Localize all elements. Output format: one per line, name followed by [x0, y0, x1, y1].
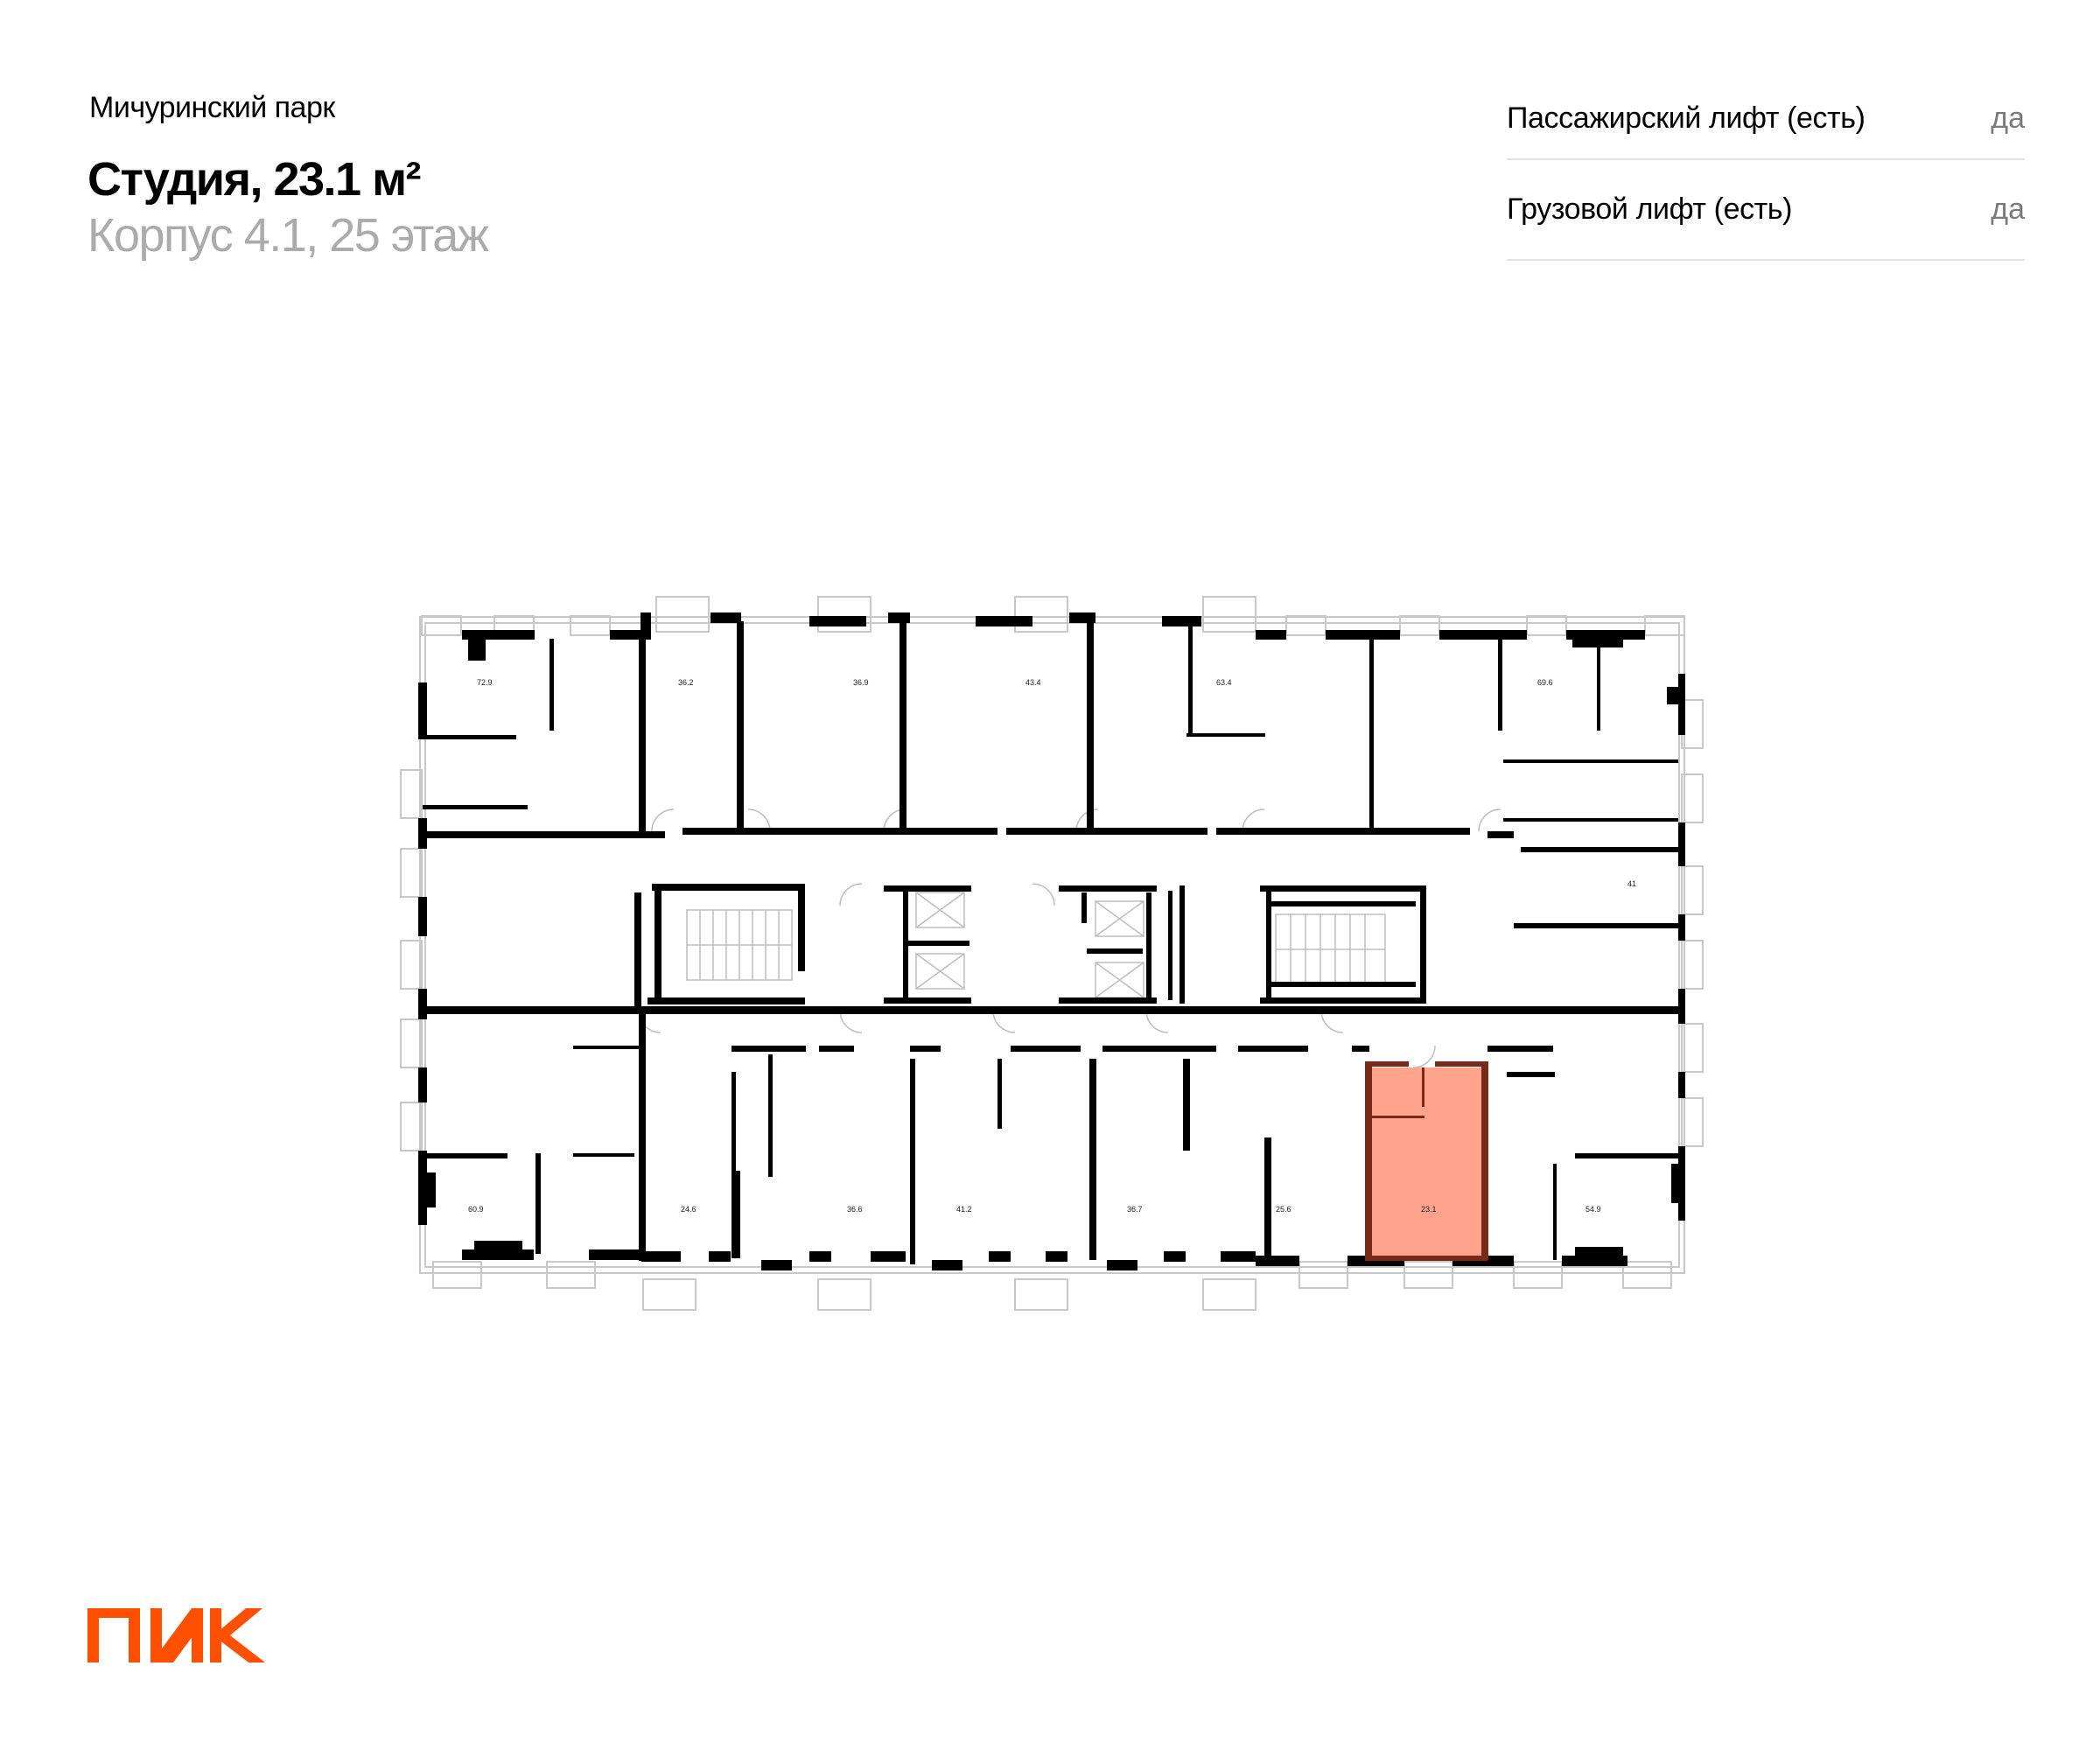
apartment-title: Студия, 23.1 м² — [88, 153, 422, 206]
feature-label: Грузовой лифт (есть) — [1507, 192, 1793, 226]
feature-label: Пассажирский лифт (есть) — [1507, 102, 1866, 135]
unit-area: 36.9 — [853, 678, 869, 687]
unit-area: 43.4 — [1026, 678, 1041, 687]
unit-area: 36.6 — [847, 1205, 863, 1214]
unit-area: 25.6 — [1276, 1205, 1292, 1214]
unit-area: 41.2 — [956, 1205, 972, 1214]
unit-area: 41 — [1628, 879, 1636, 888]
feature-value: да — [1991, 102, 2025, 135]
unit-area: 24.6 — [681, 1205, 696, 1214]
unit-area: 69.6 — [1537, 678, 1553, 687]
unit-area: 72.9 — [477, 678, 493, 687]
selected-unit-walls — [1365, 1061, 1488, 1261]
project-name: Мичуринский парк — [89, 91, 335, 124]
unit-area: 36.2 — [678, 678, 694, 687]
features-list: Пассажирский лифт (есть) да Грузовой лиф… — [1507, 79, 2025, 261]
unit-area: 60.9 — [468, 1205, 484, 1214]
unit-area: 36.7 — [1127, 1205, 1143, 1214]
building-floor-subtitle: Корпус 4.1, 25 этаж — [88, 209, 489, 262]
feature-value: да — [1991, 192, 2025, 226]
pik-logo — [88, 1608, 265, 1662]
core-fixtures — [686, 892, 1386, 998]
selected-unit-fill[interactable] — [1371, 1068, 1488, 1260]
feature-freight-lift: Грузовой лифт (есть) да — [1507, 160, 2025, 261]
feature-passenger-lift: Пассажирский лифт (есть) да — [1507, 79, 2025, 160]
unit-area: 54.9 — [1586, 1205, 1601, 1214]
door-swings — [638, 808, 1502, 1068]
unit-area-labels: 72.9 36.2 36.9 43.4 63.4 69.6 41 60.9 24… — [468, 678, 1636, 1214]
window-outlines — [400, 596, 1704, 1311]
selected-unit-area: 23.1 — [1421, 1205, 1437, 1214]
unit-area: 63.4 — [1216, 678, 1232, 687]
walls — [418, 612, 1685, 1270]
